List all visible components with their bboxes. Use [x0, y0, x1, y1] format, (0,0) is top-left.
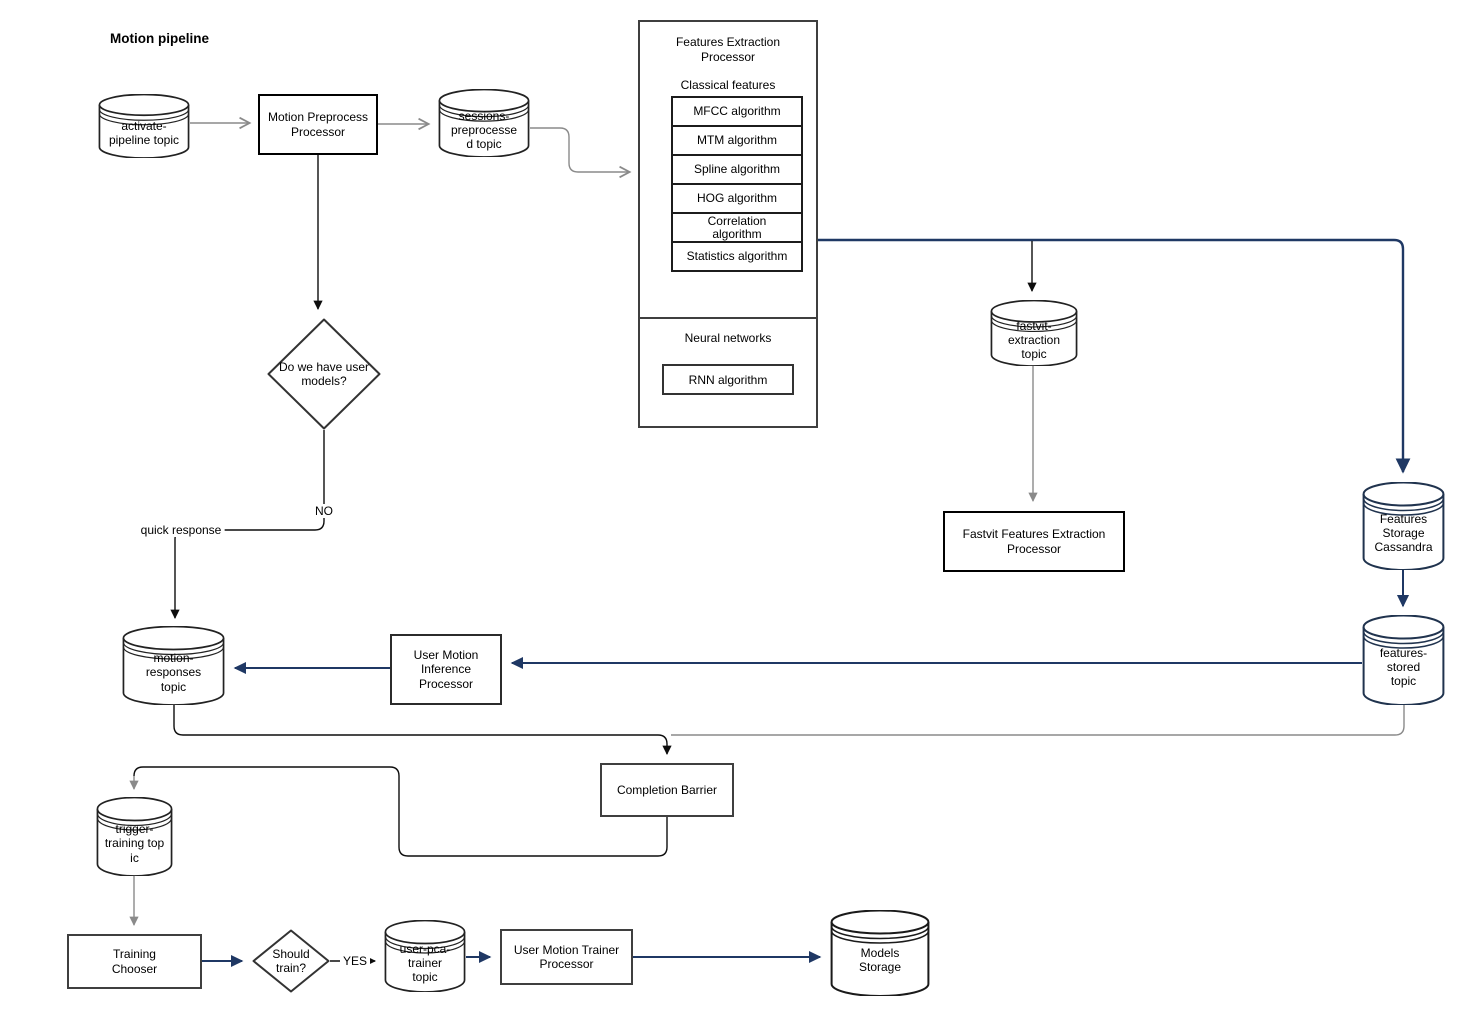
features-extraction-processor-title: Features Extraction Processor — [675, 35, 781, 64]
motion-preprocess-processor-label: Motion Preprocess Processor — [267, 110, 369, 139]
edge-features-stored-to-completion-barrier — [671, 705, 1405, 736]
algorithm-item-spline: Spline algorithm — [671, 154, 803, 185]
models-storage-label: Models Storage — [858, 945, 902, 974]
features-stored-topic-node: features- stored topic — [1362, 615, 1445, 705]
user-pca-trainer-topic-label: user-pca- trainer topic — [399, 941, 451, 985]
algorithm-item-rnn: RNN algorithm — [662, 364, 794, 395]
completion-barrier-label: Completion Barrier — [616, 782, 718, 797]
cylinder-shape — [122, 626, 225, 705]
quick-response-edge-label: quick response — [137, 523, 225, 537]
models-storage-node: Models Storage — [830, 910, 930, 996]
algorithm-item-mfcc: MFCC algorithm — [671, 96, 803, 127]
cylinder-shape — [438, 89, 530, 157]
cylinder-shape — [830, 910, 930, 996]
trigger-training-topic-node: trigger- training top ic — [96, 797, 173, 876]
classical-algorithms-list: MFCC algorithm MTM algorithm Spline algo… — [671, 96, 803, 272]
neural-networks-section-label: Neural networks — [684, 331, 772, 345]
sessions-preprocessed-topic-label: sessions- preprocesse d topic — [450, 108, 518, 152]
fastvit-extraction-topic-node: fastvit- extraction topic — [990, 300, 1078, 366]
motion-preprocess-processor-node: Motion Preprocess Processor — [258, 94, 378, 155]
features-extraction-processor-group: Features Extraction Processor Classical … — [638, 20, 818, 428]
training-chooser-node: Training Chooser — [67, 934, 202, 989]
activate-pipeline-topic-node: activate- pipeline topic — [98, 94, 190, 158]
fastvit-extraction-topic-label: fastvit- extraction topic — [1007, 318, 1061, 362]
user-motion-inference-processor-node: User Motion Inference Processor — [390, 634, 502, 705]
features-storage-cassandra-label: Features Storage Cassandra — [1374, 511, 1433, 555]
no-edge-label: NO — [312, 504, 336, 518]
edge-sessions-to-feature-extraction — [530, 127, 632, 179]
user-motion-inference-processor-label: User Motion Inference Processor — [413, 648, 479, 691]
cylinder-shape — [1362, 615, 1445, 705]
trigger-training-topic-label: trigger- training top ic — [104, 822, 165, 865]
sessions-preprocessed-topic-node: sessions- preprocesse d topic — [438, 89, 530, 157]
motion-responses-topic-node: motion- responses topic — [122, 626, 225, 705]
edge-motion-responses-to-completion-barrier — [173, 705, 672, 756]
should-train-decision-node: Should train? — [252, 929, 330, 993]
activate-pipeline-topic-label: activate- pipeline topic — [108, 118, 180, 147]
diamond-shape — [252, 929, 330, 993]
user-pca-trainer-topic-node: user-pca- trainer topic — [384, 920, 466, 992]
cylinder-shape — [98, 94, 190, 158]
algorithm-item-statistics: Statistics algorithm — [671, 241, 803, 272]
diamond-shape — [267, 318, 381, 430]
cylinder-shape — [1362, 482, 1445, 570]
cylinder-shape — [990, 300, 1078, 366]
fastvit-features-extraction-processor-label: Fastvit Features Extraction Processor — [962, 527, 1106, 556]
user-motion-trainer-processor-node: User Motion Trainer Processor — [500, 929, 633, 985]
should-train-decision-label: Should train? — [272, 946, 310, 975]
neural-networks-section: Neural networks RNN algorithm — [638, 317, 818, 428]
training-chooser-label: Training Chooser — [111, 947, 158, 976]
features-stored-topic-label: features- stored topic — [1379, 645, 1428, 689]
completion-barrier-node: Completion Barrier — [600, 763, 734, 817]
edge-completion-barrier-to-trigger-training — [133, 766, 668, 857]
algorithm-item-hog: HOG algorithm — [671, 183, 803, 214]
user-models-decision-label: Do we have user models? — [278, 359, 370, 388]
classical-features-section-label: Classical features — [680, 78, 776, 92]
motion-responses-topic-label: motion- responses topic — [145, 651, 202, 694]
algorithm-item-mtm: MTM algorithm — [671, 125, 803, 156]
user-models-decision-node: Do we have user models? — [267, 318, 381, 430]
yes-edge-label: YES — [339, 954, 371, 968]
user-motion-trainer-processor-label: User Motion Trainer Processor — [513, 942, 620, 971]
algorithm-item-correlation: Correlation algorithm — [671, 212, 803, 243]
fastvit-features-extraction-processor-node: Fastvit Features Extraction Processor — [943, 511, 1125, 572]
page-title: Motion pipeline — [110, 31, 209, 46]
features-storage-cassandra-node: Features Storage Cassandra — [1362, 482, 1445, 570]
cylinder-shape — [96, 797, 173, 876]
edge-feature-extraction-to-features-storage — [818, 238, 1411, 474]
